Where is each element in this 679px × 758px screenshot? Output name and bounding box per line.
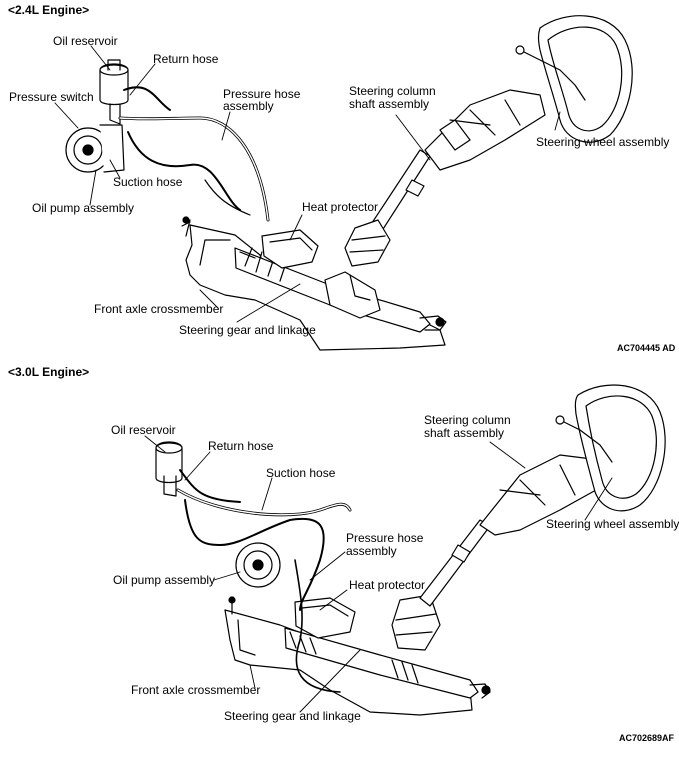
label-suction-hose: Suction hose: [113, 175, 183, 189]
steering-wheel-shape-2: [574, 384, 666, 512]
diagram-3-0l: [144, 384, 666, 716]
label-front-axle-crossmember-2: Front axle crossmember: [131, 683, 261, 697]
engine-header-2-4l: <2.4L Engine>: [8, 3, 90, 17]
label-oil-pump: Oil pump assembly: [32, 201, 135, 215]
label-heat-protector: Heat protector: [302, 200, 379, 214]
return-hose-shape: [123, 86, 171, 111]
label-return-hose-2: Return hose: [208, 439, 274, 453]
label-pressure-hose-2-line2: assembly: [346, 544, 397, 558]
label-steering-column-line1: Steering column: [349, 84, 436, 98]
steering-wheel-shape: [537, 15, 633, 143]
return-hose-shape-2: [179, 469, 241, 503]
pressure-hose-shape: [118, 116, 270, 222]
label-return-hose: Return hose: [153, 52, 219, 66]
engine-header-3-0l: <3.0L Engine>: [8, 365, 90, 379]
label-steering-column-2-line1: Steering column: [424, 413, 511, 427]
label-pressure-hose-line1: Pressure hose: [223, 87, 301, 101]
label-front-axle-crossmember: Front axle crossmember: [94, 302, 224, 316]
label-pressure-hose-line2: assembly: [223, 99, 274, 113]
figure-code-3-0l: AC702689AF: [619, 733, 675, 743]
label-pressure-switch: Pressure switch: [9, 90, 94, 104]
label-heat-protector-2: Heat protector: [349, 578, 426, 592]
label-steering-wheel-2: Steering wheel assembly: [546, 517, 679, 531]
suction-hose-shape: [127, 131, 241, 211]
label-steering-gear: Steering gear and linkage: [179, 323, 316, 337]
heat-protector-shape-2: [294, 597, 356, 639]
figure-code-2-4l: AC704445 AD: [617, 343, 676, 353]
diagram-2-4l: [54, 15, 633, 351]
label-oil-reservoir: Oil reservoir: [53, 34, 118, 48]
heat-protector-shape: [261, 229, 319, 269]
label-steering-column-line2: shaft assembly: [349, 97, 430, 111]
label-oil-reservoir-2: Oil reservoir: [111, 423, 176, 437]
steering-column-shape-2: [419, 519, 491, 607]
label-oil-pump-2: Oil pump assembly: [113, 573, 216, 587]
steering-gear-shape-2: [284, 627, 479, 699]
label-suction-hose-2: Suction hose: [266, 466, 336, 480]
label-steering-column-2-line2: shaft assembly: [424, 426, 505, 440]
label-pressure-hose-2-line1: Pressure hose: [346, 531, 424, 545]
label-steering-wheel: Steering wheel assembly: [536, 135, 670, 149]
label-steering-gear-2: Steering gear and linkage: [224, 709, 361, 723]
